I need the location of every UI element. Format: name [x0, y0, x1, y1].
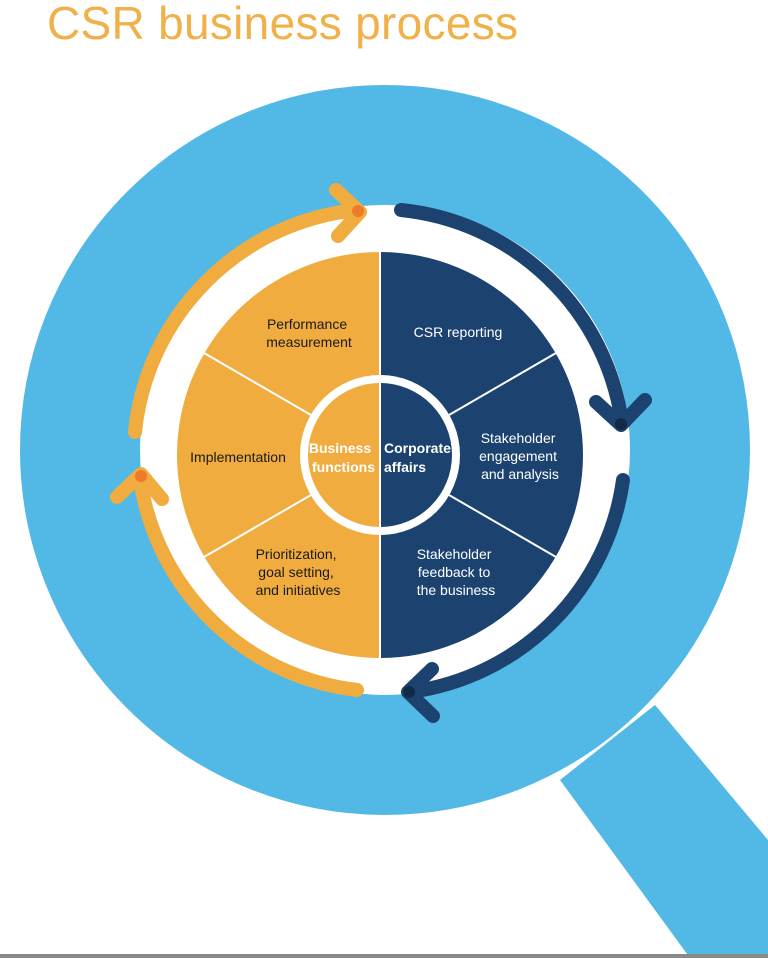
hub-label-business-functions: Business functions	[309, 440, 375, 475]
navy-cycle-arrow-lower	[401, 473, 630, 723]
segment-stakeholder-feedback: Stakeholder feedback to the business	[417, 546, 496, 598]
orange-cycle-arrow-upper	[128, 183, 367, 439]
magnifying-glass-handle	[560, 705, 768, 958]
segment-stakeholder-engagement: Stakeholder engagement and analysis	[479, 430, 561, 482]
hub-label-corporate-affairs: Corporate affairs	[384, 440, 455, 475]
navy-cycle-arrow-upper	[394, 203, 652, 432]
business-functions-half	[177, 252, 380, 658]
page-title: CSR business process	[47, 0, 519, 49]
segment-prioritization: Prioritization, goal setting, and initia…	[256, 546, 341, 598]
segment-performance-measurement: Performance measurement	[266, 316, 352, 350]
magnifying-glass-icon	[20, 85, 750, 815]
orange-cycle-arrow-lower	[110, 467, 364, 697]
corporate-affairs-half	[380, 252, 583, 658]
segment-implementation: Implementation	[190, 449, 286, 465]
segment-csr-reporting: CSR reporting	[414, 324, 503, 340]
hub-right	[380, 383, 452, 527]
hub-left	[308, 383, 380, 527]
bottom-rule	[0, 954, 768, 958]
